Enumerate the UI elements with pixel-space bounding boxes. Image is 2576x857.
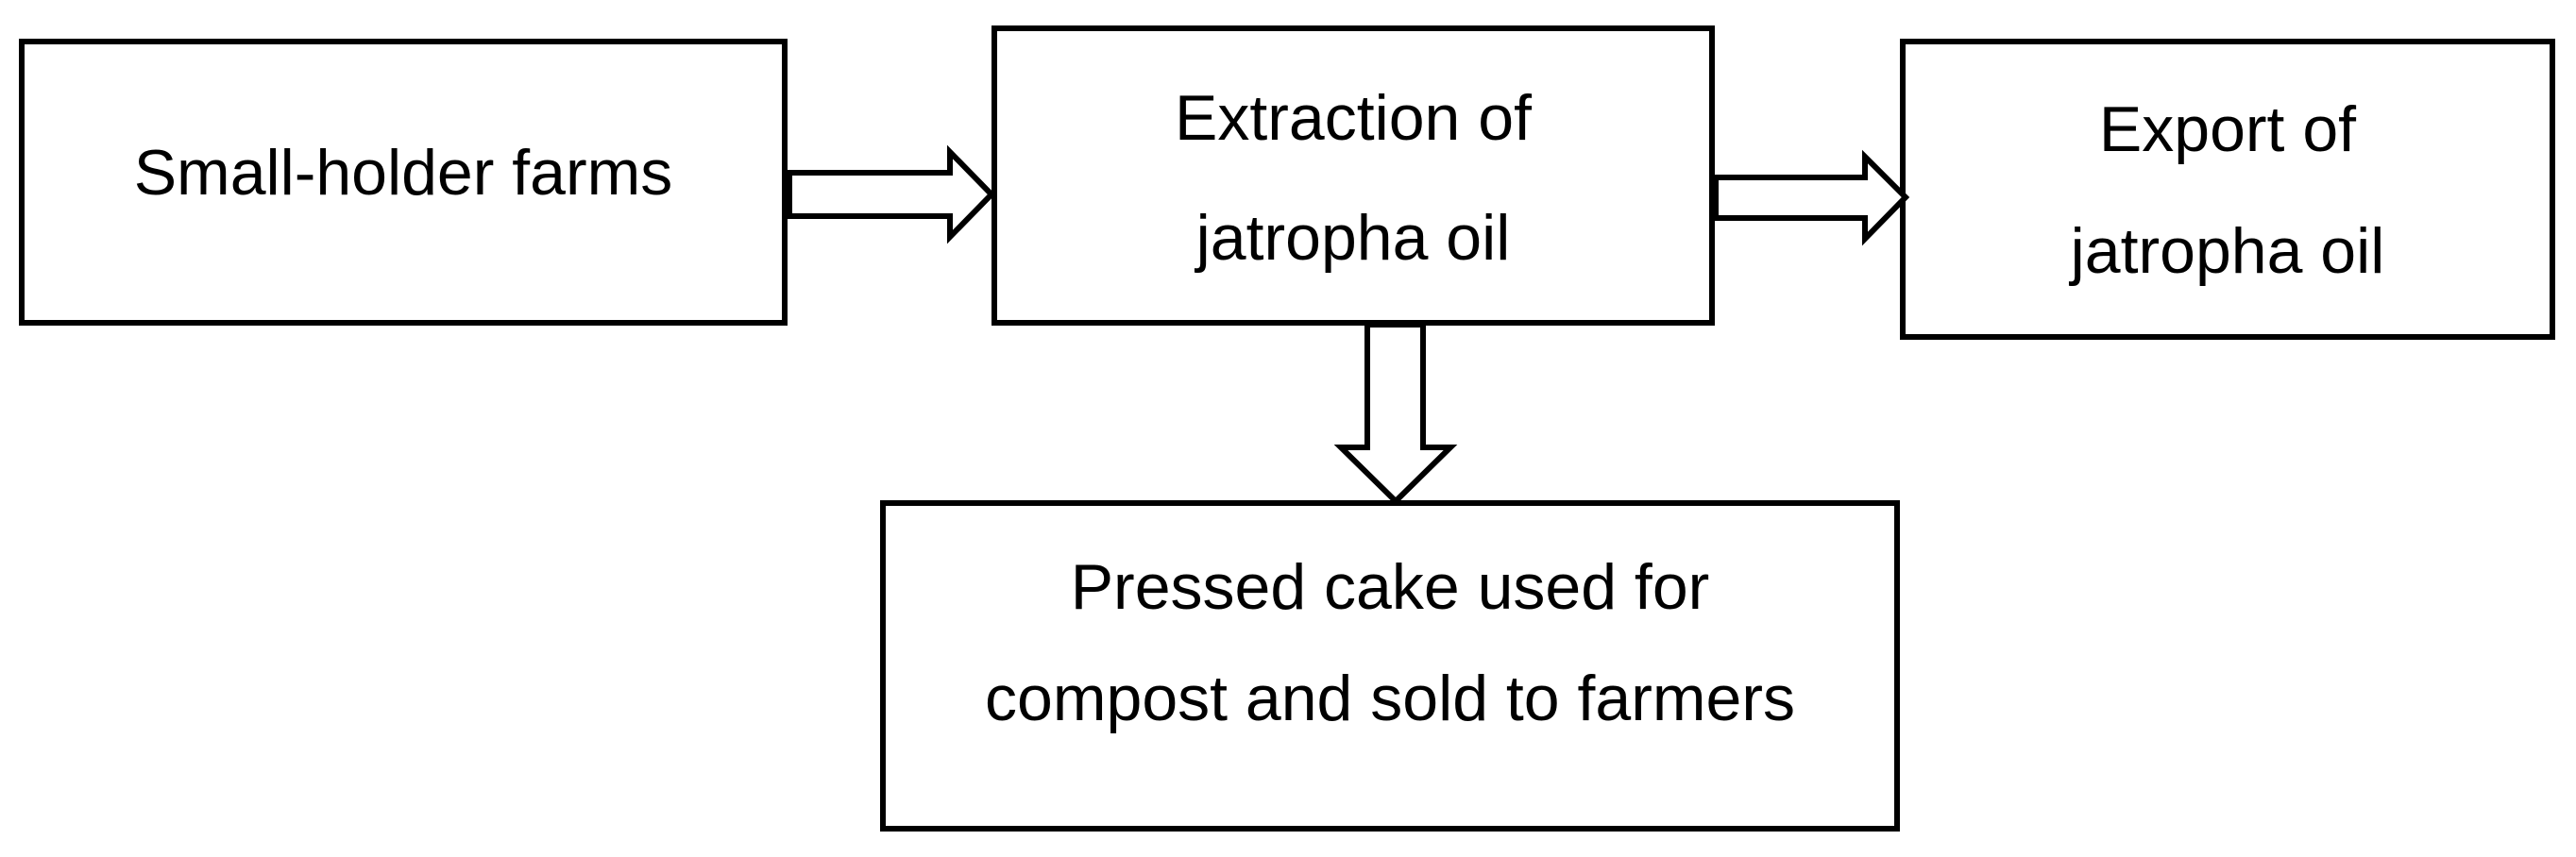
node-pressed-cake-label-line-2: compost and sold to farmers [985,663,1795,734]
node-pressed-cake-box [880,500,1900,832]
node-extraction-label-line-2: jatropha oil [1195,202,1511,274]
arrow-extraction-to-export [1713,149,1910,246]
node-export-label-line-2: jatropha oil [2069,215,2385,287]
node-pressed-cake-label-line-1: Pressed cake used for [1071,551,1710,623]
arrow-farms-to-extraction [787,144,996,244]
node-extraction-label-line-1: Extraction of [1175,82,1532,154]
node-export-label-line-1: Export of [2099,93,2356,165]
arrow-extraction-to-pressed-cake [1333,322,1458,506]
node-export-box [1900,39,2555,340]
node-extraction-box [991,25,1715,326]
node-extraction: Extraction of jatropha oil [991,25,1715,326]
node-small-holder-farms: Small-holder farms [19,39,788,326]
node-pressed-cake: Pressed cake used for compost and sold t… [880,500,1900,832]
node-small-holder-farms-label: Small-holder farms [134,137,673,209]
node-export: Export of jatropha oil [1900,39,2555,340]
node-small-holder-farms-box [19,39,788,326]
